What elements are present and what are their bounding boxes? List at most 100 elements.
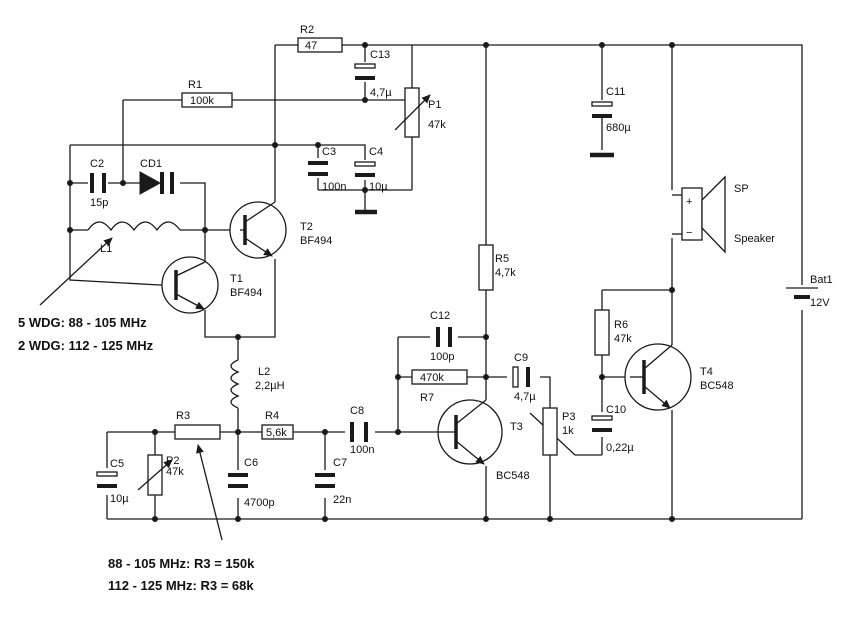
varicap-cd1: CD1 xyxy=(139,158,174,195)
svg-text:C8: C8 xyxy=(350,405,364,417)
svg-text:4,7µ: 4,7µ xyxy=(514,391,536,403)
svg-text:T3: T3 xyxy=(510,421,523,433)
svg-text:5 WDG: 88 - 105 MHz: 5 WDG: 88 - 105 MHz xyxy=(18,315,147,330)
svg-text:L1: L1 xyxy=(100,243,112,255)
svg-text:Speaker: Speaker xyxy=(734,233,775,245)
svg-text:SP: SP xyxy=(734,183,749,195)
svg-text:T2: T2 xyxy=(300,221,313,233)
svg-text:12V: 12V xyxy=(810,297,830,309)
svg-text:C4: C4 xyxy=(369,146,383,158)
resistor-r4: R4 5,6k xyxy=(261,410,294,440)
svg-text:R5: R5 xyxy=(495,253,509,265)
svg-text:BF494: BF494 xyxy=(230,287,262,299)
capacitor-c11: C11 680µ xyxy=(591,86,631,134)
capacitor-c12: C12 100p xyxy=(430,310,454,363)
resistor-r7: 470k R7 xyxy=(411,369,468,404)
svg-text:C3: C3 xyxy=(322,146,336,158)
svg-text:P2: P2 xyxy=(166,455,179,467)
speaker-sp: + − SP Speaker xyxy=(672,175,775,254)
minus-sign: − xyxy=(686,227,692,239)
svg-text:112 - 125 MHz: R3 = 68k: 112 - 125 MHz: R3 = 68k xyxy=(108,578,254,593)
potentiometer-p1: P1 47k xyxy=(394,87,446,138)
capacitor-c13: C13 4,7µ xyxy=(354,49,392,99)
svg-text:R4: R4 xyxy=(265,410,279,422)
svg-text:4,7k: 4,7k xyxy=(495,267,516,279)
svg-text:C10: C10 xyxy=(606,404,626,416)
transistor-t1: T1 BF494 xyxy=(161,256,262,314)
svg-text:1k: 1k xyxy=(562,425,574,437)
svg-text:47k: 47k xyxy=(614,333,632,345)
capacitor-c3: C3 100n xyxy=(308,146,346,193)
svg-text:47k: 47k xyxy=(166,466,184,478)
resistor-r2: R2 47 xyxy=(297,24,343,53)
svg-text:10µ: 10µ xyxy=(369,181,388,193)
svg-text:R3: R3 xyxy=(176,410,190,422)
resistor-r6: R6 47k xyxy=(594,309,632,356)
svg-text:BC548: BC548 xyxy=(496,470,530,482)
transistor-t4: T4 BC548 xyxy=(624,343,734,411)
svg-text:5,6k: 5,6k xyxy=(266,427,287,439)
svg-text:0,22µ: 0,22µ xyxy=(606,442,634,454)
svg-text:88 - 105 MHz: R3 = 150k: 88 - 105 MHz: R3 = 150k xyxy=(108,556,255,571)
svg-text:4700p: 4700p xyxy=(244,497,275,509)
resistor-r3: R3 xyxy=(174,410,221,440)
capacitor-c2: C2 15p xyxy=(90,158,108,209)
svg-text:T1: T1 xyxy=(230,273,243,285)
capacitor-c5: C5 10µ xyxy=(96,458,129,505)
r3-value-note: 88 - 105 MHz: R3 = 150k 112 - 125 MHz: R… xyxy=(108,444,255,593)
svg-text:C5: C5 xyxy=(110,458,124,470)
capacitor-c8: C8 100n xyxy=(350,405,374,456)
potentiometer-p2: P2 47k xyxy=(137,454,184,496)
svg-text:P1: P1 xyxy=(428,99,441,111)
capacitor-c4: C4 10µ xyxy=(354,146,388,193)
junctions xyxy=(67,42,675,522)
svg-text:C13: C13 xyxy=(370,49,390,61)
svg-text:C12: C12 xyxy=(430,310,450,322)
svg-text:Bat1: Bat1 xyxy=(810,274,833,286)
svg-text:4,7µ: 4,7µ xyxy=(370,87,392,99)
svg-text:680µ: 680µ xyxy=(606,122,631,134)
svg-text:2 WDG: 112 - 125 MHz: 2 WDG: 112 - 125 MHz xyxy=(18,338,154,353)
svg-text:CD1: CD1 xyxy=(140,158,162,170)
svg-text:C6: C6 xyxy=(244,457,258,469)
svg-text:C11: C11 xyxy=(606,86,625,98)
svg-text:L2: L2 xyxy=(258,366,270,378)
svg-text:47: 47 xyxy=(305,40,317,52)
svg-text:C2: C2 xyxy=(90,158,104,170)
capacitor-c9: C9 4,7µ xyxy=(512,352,536,403)
svg-text:100n: 100n xyxy=(350,444,374,456)
capacitor-c7: C7 22n xyxy=(315,457,351,506)
inductor-l2: L2 2,2µH xyxy=(230,359,285,409)
svg-text:22n: 22n xyxy=(333,494,351,506)
svg-text:470k: 470k xyxy=(420,372,444,384)
transistor-t2: T2 BF494 xyxy=(229,201,332,259)
svg-text:T4: T4 xyxy=(700,366,713,378)
svg-text:R7: R7 xyxy=(420,392,434,404)
transistor-t3: T3 BC548 xyxy=(430,399,530,482)
svg-text:100n: 100n xyxy=(322,181,346,193)
potentiometer-p3: P3 1k xyxy=(542,407,575,456)
plus-sign: + xyxy=(686,196,692,208)
capacitor-c10: C10 0,22µ xyxy=(591,404,634,454)
capacitor-c6: C6 4700p xyxy=(228,457,275,509)
battery-bat1: Bat1 12V xyxy=(786,274,833,309)
svg-text:P3: P3 xyxy=(562,411,575,423)
svg-text:100k: 100k xyxy=(190,95,214,107)
svg-text:100p: 100p xyxy=(430,351,454,363)
resistor-r5: R5 4,7k xyxy=(478,244,516,291)
coil-winding-note: 5 WDG: 88 - 105 MHz 2 WDG: 112 - 125 MHz xyxy=(18,237,154,353)
svg-text:15p: 15p xyxy=(90,197,108,209)
svg-text:R2: R2 xyxy=(300,24,314,36)
inductor-l1: L1 xyxy=(87,221,181,255)
svg-text:BC548: BC548 xyxy=(700,380,734,392)
svg-text:2,2µH: 2,2µH xyxy=(255,380,285,392)
svg-text:C9: C9 xyxy=(514,352,528,364)
svg-text:47k: 47k xyxy=(428,119,446,131)
ground-symbols xyxy=(355,152,614,215)
svg-text:10µ: 10µ xyxy=(110,493,129,505)
svg-text:BF494: BF494 xyxy=(300,235,332,247)
svg-text:C7: C7 xyxy=(333,457,347,469)
svg-text:R1: R1 xyxy=(188,79,202,91)
resistor-r1: R1 100k xyxy=(181,79,233,108)
